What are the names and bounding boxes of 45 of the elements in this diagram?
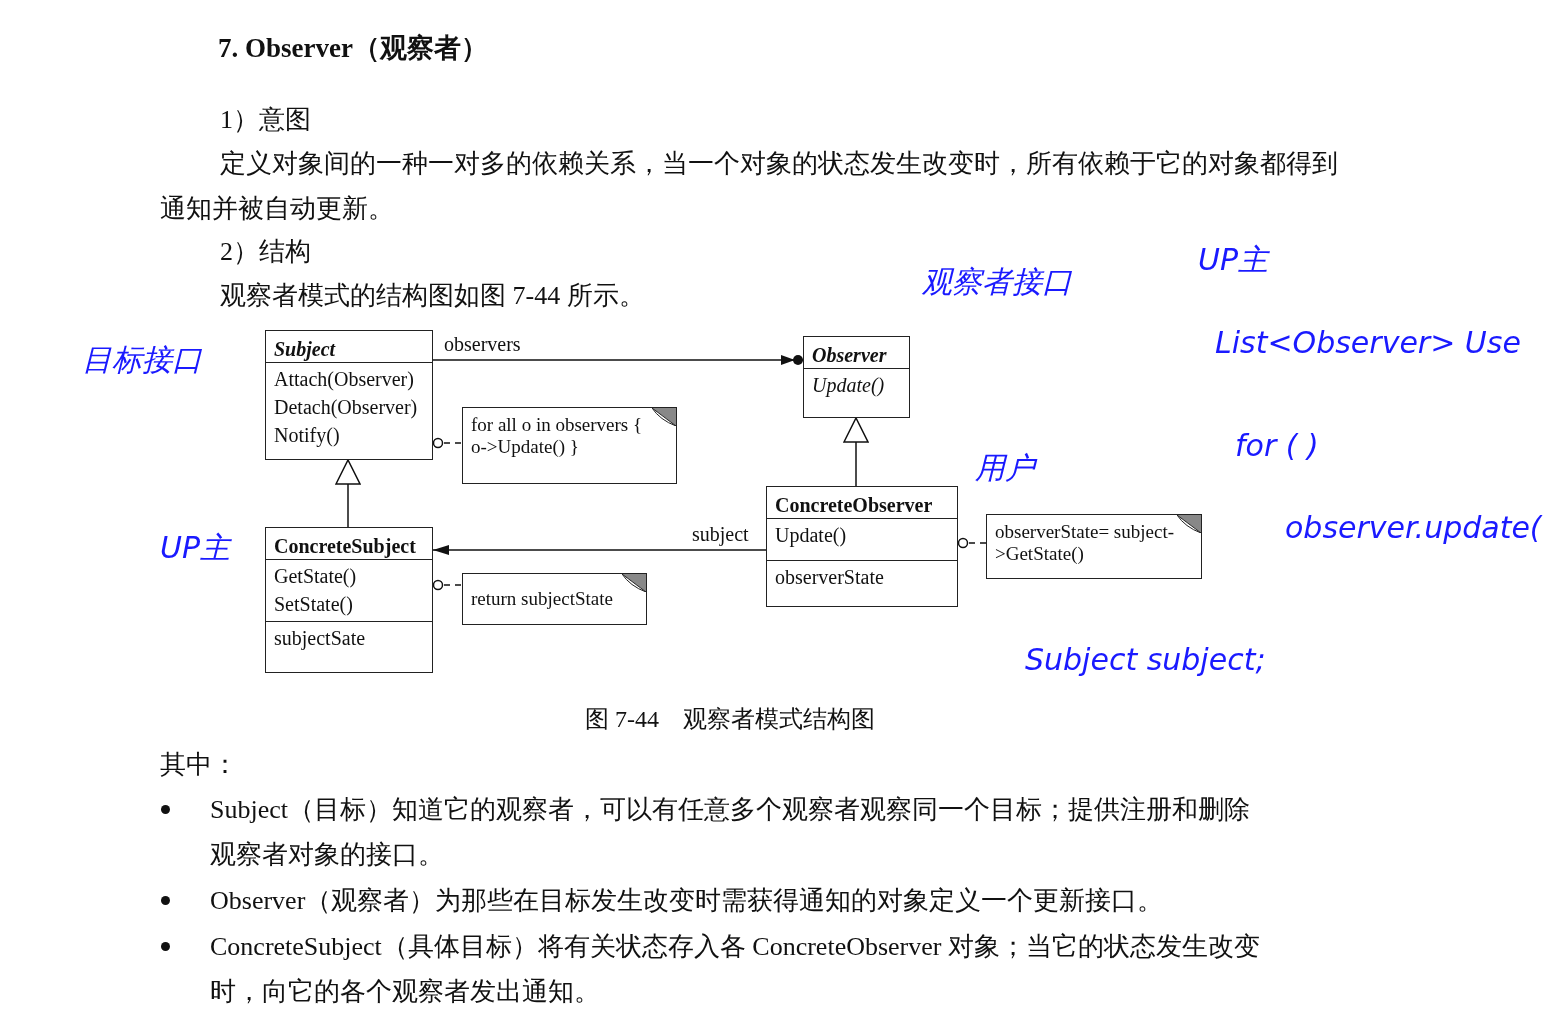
note-connector	[432, 579, 463, 591]
note-connector	[957, 537, 987, 549]
method-list: Update()	[804, 368, 909, 401]
paragraph: 观察者模式的结构图如图 7-44 所示。	[220, 280, 645, 312]
handwritten-note: 目标接口	[82, 341, 202, 379]
inheritance-arrow	[335, 459, 361, 528]
list-item: Subject（目标）知道它的观察者，可以有任意多个观察者观察同一个目标；提供注册和删除观察者对象的接口。	[210, 794, 1251, 871]
handwritten-note: for ( )	[1235, 428, 1319, 463]
class-name: Observer	[811, 343, 888, 368]
list-item: ConcreteSubject（具体目标）将有关状态存入各 ConcreteObserver 对象；当它的状态发生改变时，向它的各个观察者发出通知。	[210, 931, 1261, 1008]
note-text: for all o in observers { o->Update() }	[471, 414, 644, 458]
method-list: GetState() SetState()	[266, 559, 432, 621]
paragraph: 其中：	[160, 749, 238, 781]
title: 7. Observer（观察者）	[218, 32, 488, 65]
inheritance-arrow	[843, 417, 869, 487]
class-box	[803, 336, 910, 418]
note-box	[462, 407, 677, 484]
note-box	[462, 573, 647, 625]
section-heading: 2）结构	[220, 236, 311, 268]
handwritten-note: 观察者接口	[922, 263, 1072, 301]
class-name: ConcreteSubject	[273, 534, 417, 559]
association-arrow	[432, 545, 767, 555]
handwritten-note: List<Observer> Use	[1215, 325, 1521, 360]
paragraph: 定义对象间的一种一对多的依赖关系，当一个对象的状态发生改变时，所有依赖于它的对象都得到通知并被自动更新。	[160, 148, 1339, 225]
handwritten-note: UP主	[160, 529, 231, 567]
class-name: ConcreteObserver	[774, 493, 934, 518]
note-connector	[432, 437, 463, 449]
figure-caption: 图 7-44 观察者模式结构图	[585, 705, 875, 734]
note-text: return subjectState	[471, 587, 614, 610]
handwritten-note: Subject subject;	[1025, 642, 1266, 677]
association-arrow	[432, 355, 804, 365]
method-list: Update()	[767, 518, 957, 560]
handwritten-note: UP主	[1198, 241, 1269, 279]
method-list: Attach(Observer) Detach(Observer) Notify()	[266, 362, 432, 459]
handwritten-note: observer.update(	[1285, 510, 1542, 545]
class-box	[265, 330, 433, 460]
class-name: Subject	[273, 337, 337, 362]
attribute-list: subjectSate	[266, 621, 432, 654]
attribute-list: observerState	[767, 560, 957, 593]
note-box	[986, 514, 1202, 579]
section-heading: 1）意图	[220, 104, 311, 136]
class-box	[265, 527, 433, 673]
class-box	[766, 486, 958, 607]
list-item: Observer（观察者）为那些在目标发生改变时需获得通知的对象定义一个更新接口。	[210, 885, 1165, 917]
note-text: observerState= subject->GetState()	[995, 521, 1175, 565]
